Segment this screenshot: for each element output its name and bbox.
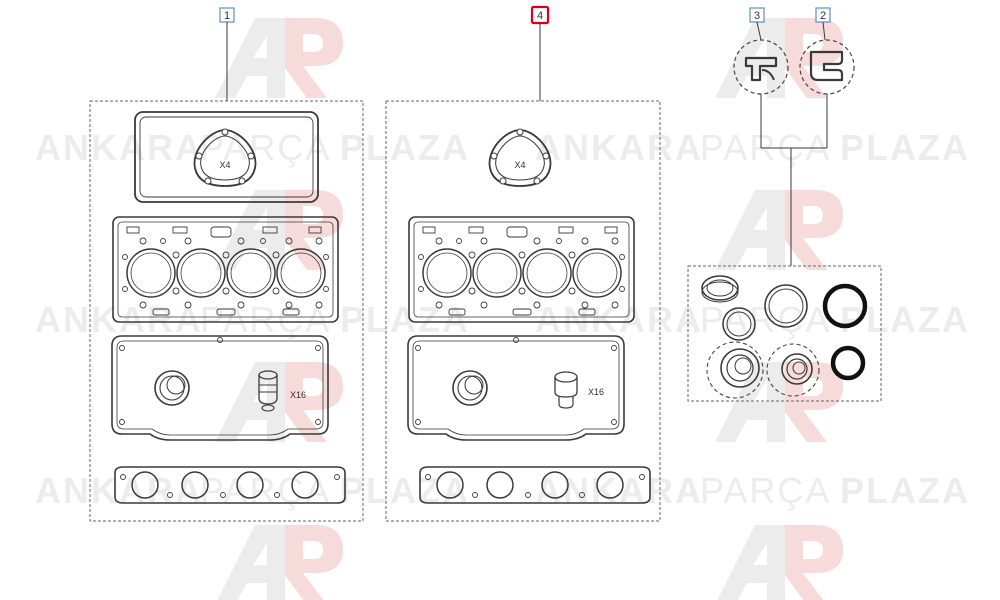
kit-1-panel[interactable]: X4 X16 xyxy=(89,100,364,522)
qty-label-x16: X16 xyxy=(290,390,306,400)
oil-pan-gasket[interactable]: X16 xyxy=(111,335,329,441)
watermark-word-ankara: ANKARA xyxy=(35,127,203,168)
oil-seal-ring[interactable] xyxy=(701,275,739,303)
valve-cover-gasket[interactable]: X4 xyxy=(488,128,552,187)
callout-2-label: 2 xyxy=(820,10,826,22)
watermark-layer: ANKARA PARÇA PLAZA ANKARA PARÇA PLAZA AN… xyxy=(35,18,970,600)
leader-line xyxy=(822,21,826,41)
watermark-logo-icon xyxy=(215,362,343,442)
watermark-word-ankara: ANKARA xyxy=(535,127,703,168)
watermark-word-plaza: PLAZA xyxy=(840,127,970,168)
qty-label-x4: X4 xyxy=(219,160,230,170)
watermark-word-plaza: PLAZA xyxy=(340,470,470,511)
callout-3-label: 3 xyxy=(754,10,760,22)
callout-2[interactable]: 2 xyxy=(815,7,831,23)
watermark-word-plaza: PLAZA xyxy=(340,127,470,168)
seal-kit-border xyxy=(687,265,882,402)
qty-label-x4: X4 xyxy=(514,160,525,170)
watermark-word-ankara: ANKARA xyxy=(35,470,203,511)
oil-pan-gasket[interactable]: X16 xyxy=(407,335,625,441)
watermark-logo-icon xyxy=(715,525,843,600)
watermark-word-parca: PARÇA xyxy=(200,470,331,511)
crankshaft-seal[interactable] xyxy=(706,341,764,399)
watermark-row: ANKARA PARÇA PLAZA xyxy=(35,470,470,511)
callout-4[interactable]: 4 xyxy=(530,5,550,25)
o-ring-thick-small[interactable] xyxy=(830,345,866,381)
callout-4-label: 4 xyxy=(537,10,543,22)
callout-1[interactable]: 1 xyxy=(219,7,235,23)
callout-1-label: 1 xyxy=(224,10,230,22)
o-ring-small[interactable] xyxy=(722,307,756,341)
watermark-word-parca: PARÇA xyxy=(700,470,831,511)
watermark-word-ankara: ANKARA xyxy=(35,299,203,340)
kit-4-border xyxy=(385,100,661,522)
valve-cover-gasket[interactable]: X4 xyxy=(134,111,319,203)
valve-stem-seal-cap xyxy=(258,370,278,412)
watermark-logo-icon xyxy=(715,190,843,270)
o-ring[interactable] xyxy=(764,284,808,328)
leader-line xyxy=(756,21,762,41)
qty-label-x16: X16 xyxy=(588,387,604,397)
connector-lines xyxy=(760,94,828,266)
watermark-logo-icon xyxy=(715,362,843,442)
valve-stem-seal xyxy=(154,370,190,406)
watermark-word-ankara: ANKARA xyxy=(535,470,703,511)
watermark-row: ANKARA PARÇA PLAZA xyxy=(35,299,470,340)
watermark-row: ANKARA PARÇA PLAZA xyxy=(535,127,970,168)
watermark-word-plaza: PLAZA xyxy=(840,470,970,511)
valve-stem-seal-cap xyxy=(554,371,578,409)
watermark-word-ankara: ANKARA xyxy=(535,299,703,340)
watermark-word-plaza: PLAZA xyxy=(340,299,470,340)
seal-kit-panel[interactable] xyxy=(687,265,882,402)
camshaft-seal[interactable] xyxy=(766,343,820,397)
kit-4-panel[interactable]: X4 X16 xyxy=(385,100,661,522)
watermark-word-parca: PARÇA xyxy=(200,127,331,168)
watermark-word-parca: PARÇA xyxy=(200,299,331,340)
watermark-row: ANKARA PARÇA PLAZA xyxy=(35,127,470,168)
valve-stem-seal xyxy=(452,370,488,406)
watermark-logo-icon xyxy=(215,525,343,600)
watermark-row: ANKARA PARÇA PLAZA xyxy=(535,470,970,511)
watermark-logo-icon xyxy=(215,18,343,98)
callout-3[interactable]: 3 xyxy=(749,7,765,23)
o-ring-thick[interactable] xyxy=(822,283,868,329)
kit-1-border xyxy=(89,100,364,522)
